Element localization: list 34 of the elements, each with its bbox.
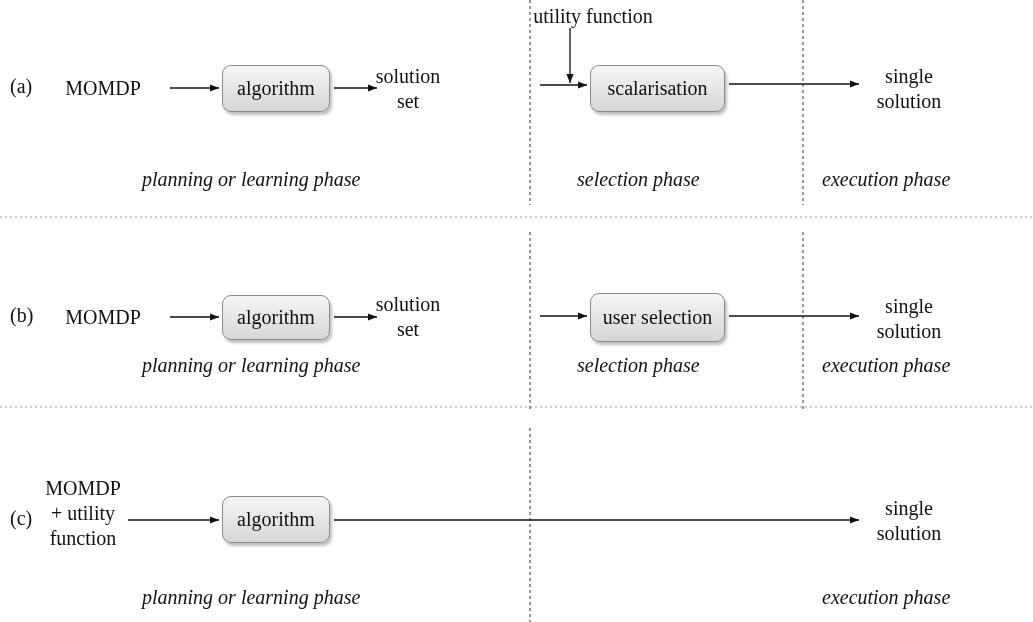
process-box: user selection: [590, 293, 725, 342]
arrow: [333, 516, 860, 524]
panel-label: (a): [10, 75, 33, 98]
arrow: [539, 312, 588, 320]
arrow: [333, 313, 378, 321]
arrow: [566, 27, 574, 84]
process-box: algorithm: [222, 65, 330, 112]
arrow: [539, 81, 588, 89]
node-text: MOMDP + utility function: [42, 444, 124, 582]
node-text: MOMDP: [40, 74, 166, 102]
arrow: [333, 84, 378, 92]
arrow: [728, 80, 860, 88]
node-text: single solution: [862, 498, 956, 544]
panel-label: (b): [10, 304, 34, 327]
phase-label: planning or learning phase: [142, 168, 361, 191]
arrow: [169, 84, 220, 92]
arrow: [728, 312, 860, 320]
phase-label: execution phase: [822, 586, 951, 609]
panel-label: (c): [10, 507, 33, 530]
node-text: single solution: [862, 66, 956, 112]
node-text: single solution: [862, 296, 956, 342]
process-box: algorithm: [222, 295, 330, 340]
process-box: algorithm: [222, 496, 330, 543]
arrow: [127, 516, 220, 524]
node-text: utility function: [528, 4, 658, 28]
phase-label: planning or learning phase: [142, 586, 361, 609]
phase-label: selection phase: [577, 168, 700, 191]
phase-label: planning or learning phase: [142, 354, 361, 377]
phase-label: selection phase: [577, 354, 700, 377]
phase-label: execution phase: [822, 168, 951, 191]
phase-label: execution phase: [822, 354, 951, 377]
process-box: scalarisation: [590, 65, 725, 112]
arrow: [169, 313, 220, 321]
node-text: MOMDP: [40, 303, 166, 331]
